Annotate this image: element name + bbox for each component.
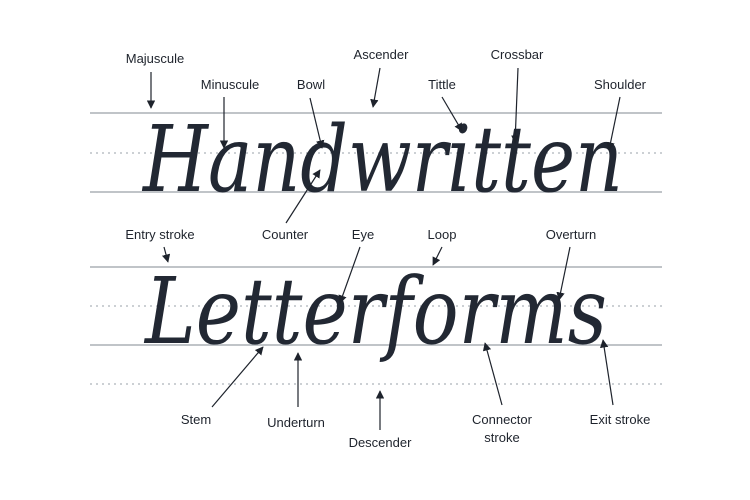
label-tittle: Tittle xyxy=(428,77,456,92)
label-shoulder: Shoulder xyxy=(594,77,647,92)
arrow-counter xyxy=(285,169,321,224)
guide-lines-bottom xyxy=(90,266,662,385)
label-stroke: stroke xyxy=(484,430,519,445)
arrow-exit-stroke xyxy=(599,339,614,406)
guide-lines-top xyxy=(90,112,662,193)
label-connector: Connector xyxy=(472,412,533,427)
label-eye: Eye xyxy=(352,227,374,242)
arrow-overturn xyxy=(556,246,571,301)
label-overturn: Overturn xyxy=(546,227,597,242)
annotation-arrows xyxy=(146,67,621,430)
label-underturn: Underturn xyxy=(267,415,325,430)
arrow-loop xyxy=(432,246,443,266)
label-descender: Descender xyxy=(349,435,413,450)
label-crossbar: Crossbar xyxy=(491,47,544,62)
arrow-ascender xyxy=(370,67,381,108)
arrow-crossbar xyxy=(511,67,520,144)
arrow-entry-stroke xyxy=(161,246,171,263)
label-loop: Loop xyxy=(428,227,457,242)
arrow-shoulder xyxy=(606,96,621,151)
arrow-eye xyxy=(338,246,361,304)
annotation-labels: Majuscule Minuscule Bowl Ascender Tittle… xyxy=(125,47,650,450)
label-ascender: Ascender xyxy=(354,47,410,62)
arrow-stem xyxy=(211,346,264,408)
label-minuscule: Minuscule xyxy=(201,77,260,92)
label-bowl: Bowl xyxy=(297,77,325,92)
label-counter: Counter xyxy=(262,227,309,242)
word-letterforms: Letterforms xyxy=(143,258,607,365)
label-entry-stroke: Entry stroke xyxy=(125,227,194,242)
word-handwritten: Handwritten xyxy=(141,106,623,213)
arrow-tittle xyxy=(441,96,463,132)
label-majuscule: Majuscule xyxy=(126,51,185,66)
label-exit-stroke: Exit stroke xyxy=(590,412,651,427)
arrow-connector-stroke xyxy=(482,342,503,406)
label-stem: Stem xyxy=(181,412,211,427)
arrow-bowl xyxy=(309,97,325,149)
